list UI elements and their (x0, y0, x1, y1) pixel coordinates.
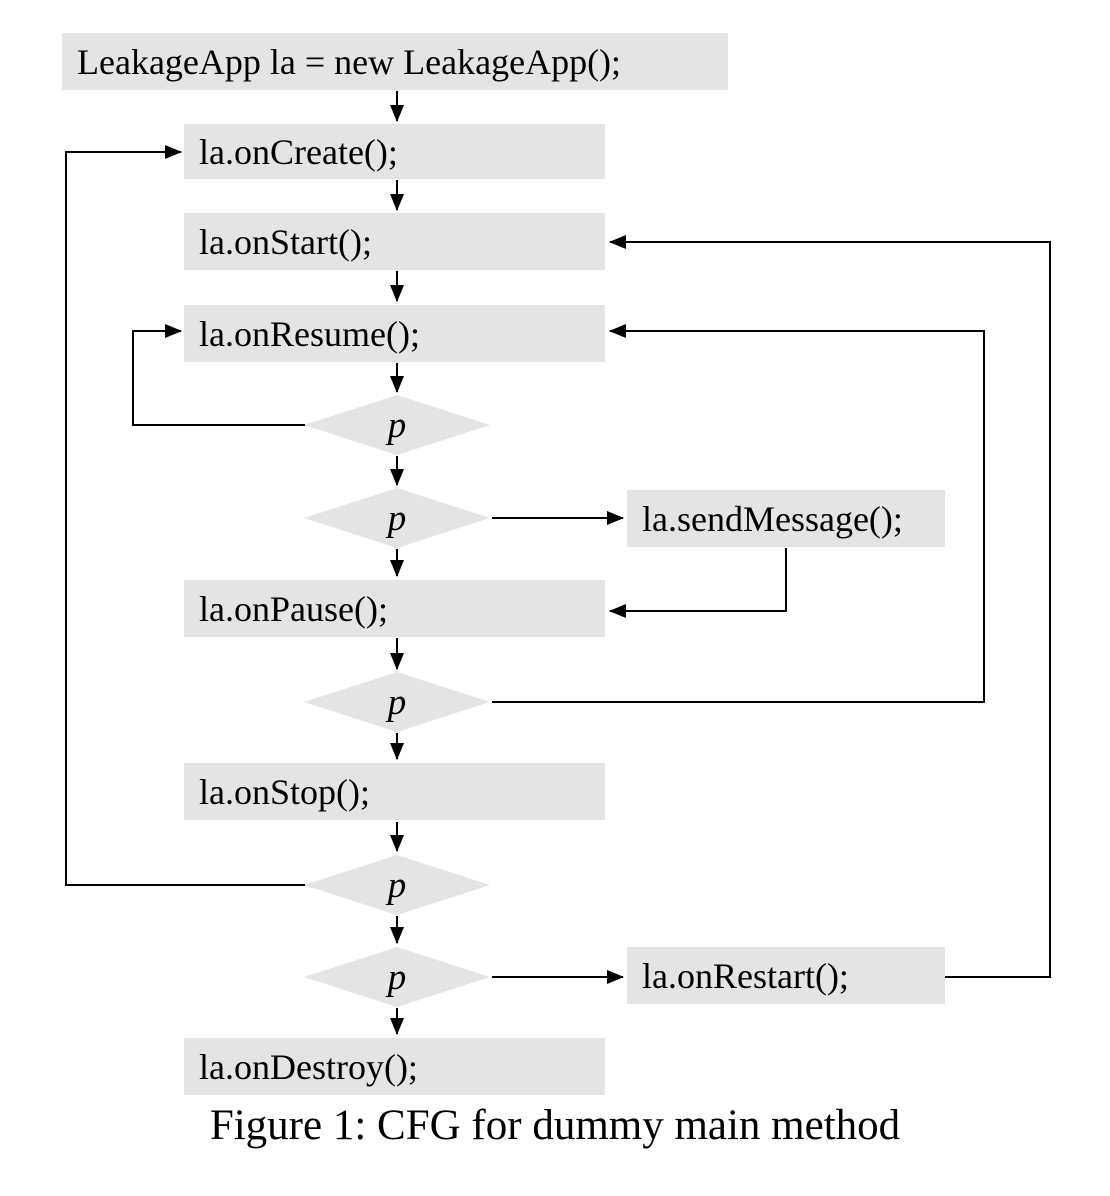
edge-d1-loop-to-onresume (132, 324, 305, 426)
edge-d4-loop-to-oncreate (65, 145, 305, 886)
decision-diamond-2 (304, 488, 490, 548)
decision-diamond-3 (304, 672, 490, 732)
node-onstop-label: la.onStop(); (199, 771, 370, 812)
figure-caption: Figure 1: CFG for dummy main method (209, 1102, 901, 1149)
node-sendmessage: la.sendMessage(); (627, 490, 945, 547)
node-onresume: la.onResume(); (184, 305, 605, 362)
node-onstop: la.onStop(); (184, 763, 605, 820)
node-oncreate-label: la.onCreate(); (199, 131, 398, 172)
decision-diamond-4 (304, 855, 490, 915)
edge-sendmessage-to-onpause (609, 548, 787, 618)
decision-diamond-1 (304, 395, 490, 455)
node-ondestroy-label: la.onDestroy(); (199, 1046, 418, 1087)
decision-5-label: p (387, 956, 407, 998)
node-sendmessage-label: la.sendMessage(); (642, 498, 903, 539)
decision-3-label: p (387, 681, 407, 723)
node-onresume-label: la.onResume(); (199, 313, 420, 354)
node-onstart-label: la.onStart(); (199, 221, 372, 262)
decision-4-label: p (387, 864, 407, 906)
node-onrestart-label: la.onRestart(); (642, 955, 849, 996)
decision-1-label: p (387, 404, 407, 446)
node-onpause: la.onPause(); (184, 580, 605, 637)
node-declaration-label: LeakageApp la = new LeakageApp(); (77, 41, 622, 82)
edge-d3-loop-to-onresume (492, 324, 985, 703)
node-onpause-label: la.onPause(); (199, 588, 388, 629)
node-declaration: LeakageApp la = new LeakageApp(); (62, 33, 728, 90)
node-oncreate: la.onCreate(); (184, 124, 605, 179)
edge-onrestart-loop-to-onstart (609, 235, 1051, 978)
decision-diamond-5 (304, 947, 490, 1007)
node-onstart: la.onStart(); (184, 213, 605, 270)
node-onrestart: la.onRestart(); (627, 947, 945, 1004)
decision-2-label: p (387, 497, 407, 539)
node-ondestroy: la.onDestroy(); (184, 1038, 605, 1095)
